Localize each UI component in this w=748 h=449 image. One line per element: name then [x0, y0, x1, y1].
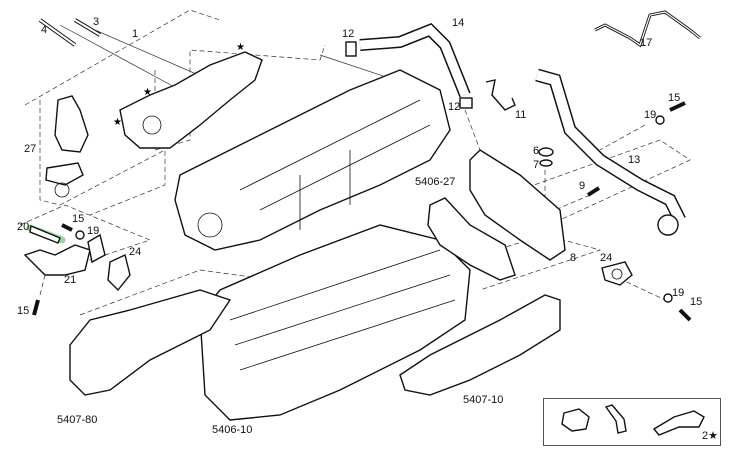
svg-text:★: ★ — [113, 117, 122, 128]
callout-15-bottom: 15 — [690, 296, 703, 308]
inset-kit-2: 2★ — [543, 398, 721, 446]
callout-3: 3 — [93, 16, 100, 28]
group-label-5406-27: 5406-27 — [415, 176, 456, 188]
callout-15-left-bottom: 15 — [17, 305, 30, 317]
group-outline-5407-80 — [79, 269, 421, 341]
callout-9: 9 — [579, 180, 586, 192]
callout-27: 27 — [24, 143, 37, 155]
clamp-part-11[interactable] — [485, 79, 516, 111]
callout-8: 8 — [570, 252, 577, 264]
group-outline-21 — [19, 204, 152, 266]
callout-24-left: 24 — [129, 246, 142, 258]
callout-19-bottom: 19 — [672, 287, 685, 299]
callout-12-top: 12 — [342, 28, 355, 40]
group-label-5407-10: 5407-10 — [463, 394, 504, 406]
group-label-5406-10: 5406-10 — [212, 424, 253, 436]
inset-parts-drawing — [561, 404, 705, 436]
callout-1: 1 — [132, 28, 139, 40]
egr-module-part-1[interactable] — [119, 51, 263, 149]
group-outline-1 — [24, 9, 221, 106]
bracket-part-12-top[interactable] — [345, 41, 357, 57]
gasket-part-8[interactable] — [427, 197, 516, 281]
bracket-part-12[interactable] — [459, 97, 473, 109]
callout-13: 13 — [628, 154, 641, 166]
cylinder-head — [199, 224, 471, 421]
gasket-part-20[interactable] — [29, 225, 61, 244]
callout-6: 6 — [533, 145, 540, 157]
group-outline-13 — [519, 139, 691, 221]
callout-7: 7 — [533, 159, 540, 171]
callout-15-right: 15 — [668, 92, 681, 104]
callout-19-right: 19 — [644, 109, 657, 121]
callout-17: 17 — [640, 37, 653, 49]
egr-valve-part-27[interactable] — [54, 95, 89, 153]
callout-4: 4 — [41, 24, 48, 36]
egr-cooler-part-8[interactable] — [469, 149, 566, 261]
callout-20: 20 — [17, 221, 30, 233]
intake-manifold — [69, 289, 232, 396]
callout-19-left: 19 — [87, 225, 100, 237]
callout-24-right: 24 — [600, 252, 613, 264]
inset-label-2-star: 2★ — [702, 430, 718, 442]
group-outline-27 — [39, 100, 166, 216]
callout-11: 11 — [515, 109, 527, 121]
callout-14: 14 — [452, 17, 465, 29]
group-label-5407-80: 5407-80 — [57, 414, 98, 426]
callout-15-left-top: 15 — [72, 213, 85, 225]
exhaust-manifold — [399, 294, 561, 396]
callout-12: 12 — [448, 101, 461, 113]
svg-text:★: ★ — [143, 87, 152, 98]
svg-text:★: ★ — [236, 42, 245, 53]
cylinder-head-cover — [174, 69, 451, 251]
pipe-part-21[interactable] — [23, 244, 91, 276]
callout-21: 21 — [64, 274, 77, 286]
